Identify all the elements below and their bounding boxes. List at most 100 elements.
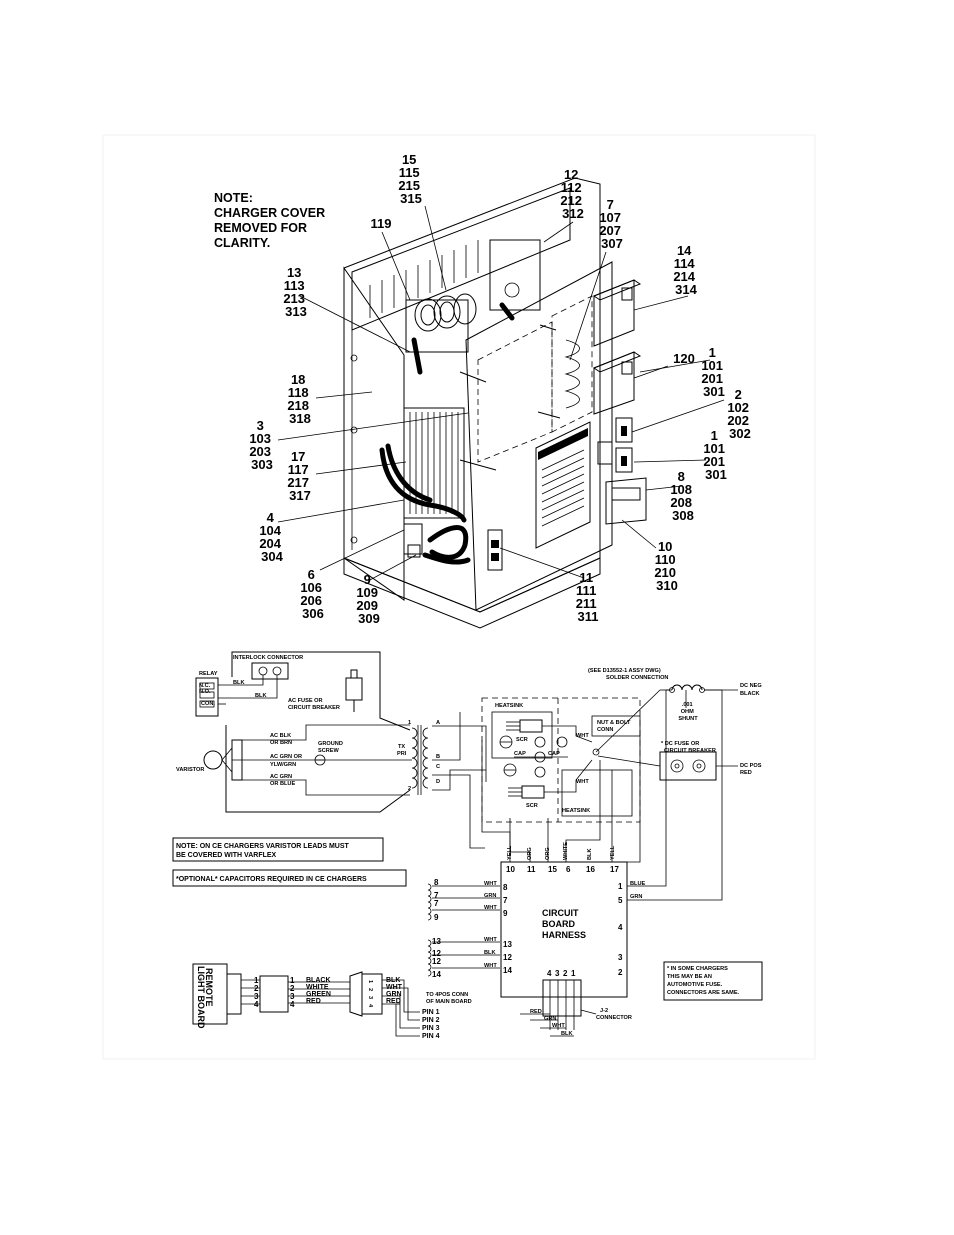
auto-fuse-note-box [663,961,763,1001]
interlock-connector-box [251,662,289,680]
plug-color-wht: WHT [386,984,403,991]
wht-top-label: WHT [576,733,589,739]
harness-right-pin-5: 5 [618,896,623,905]
charger-exploded-view [277,177,725,629]
harness-left-pin-14: 14 [503,966,512,975]
ground-screw-label: GROUND SCREW [318,741,344,754]
circuit-board-harness [500,861,628,998]
wire-blk-12: BLK [484,950,496,956]
dc-pos-label: DC POS RED [740,763,763,776]
tx-pin-1: 1 [408,720,411,726]
callout-13: 13 113 213 313 [283,265,308,319]
ac-grn-blue-label: AC GRN OR BLUE [270,774,295,787]
relay-nc-label: N.C. [199,683,211,689]
j2-pin-2: 2 [563,969,568,978]
remote-pin-1: 1 [254,976,259,985]
callout-1-upper: 1 101 201 301 [701,345,726,399]
j2-pin-1: 1 [571,969,576,978]
remote-pin2-1: 1 [290,976,295,985]
harness-left-pin-8: 8 [503,883,508,892]
tap-c: C [436,764,440,770]
harness-top-pin-6: 6 [566,865,571,874]
remote-color-red: RED [306,998,321,1005]
remote-color-white: WHITE [306,984,329,991]
tap-7b: 7 [434,899,439,908]
remote-pin2-4: 4 [290,1000,295,1009]
wire-blue: BLUE [630,881,645,887]
ac-fuse-label: AC FUSE OR CIRCUIT BREAKER [288,698,340,711]
optional-caps-text: *OPTIONAL* CAPACITORS REQUIRED IN CE CHA… [176,876,367,883]
wire-blk-b: BLK [255,693,267,699]
dc-fuse-label: * DC FUSE OR CIRCUIT BREAKER [661,741,716,754]
callout-120: 120 [673,351,695,366]
main-pin-1: PIN 1 [422,1009,440,1016]
note-ce-box [172,837,384,862]
harness-right-pin-4: 4 [618,923,623,932]
tx-pin-2: 2 [408,786,411,792]
shunt-label: .001 OHM SHUNT [678,702,698,722]
harness-left-pin-12: 12 [503,953,512,962]
j2-pin-3: 3 [555,969,560,978]
wire-wht-13: WHT [484,937,497,943]
wht-bottom-label: WHT [576,779,589,785]
callout-8: 8 108 208 308 [670,469,695,523]
harness-color-org-2: ORG [545,847,551,860]
dc-fuse-box [659,751,717,781]
wire-grn-7: GRN [484,893,496,899]
harness-left-pin-13: 13 [503,940,512,949]
callout-119: 119 [371,216,392,231]
remote-pin-2: 2 [254,984,259,993]
harness-right-pin-1: 1 [618,882,623,891]
harness-top-pin-10: 10 [506,865,515,874]
relay-box [195,677,219,717]
dc-neg-label: DC NEG BLACK [740,683,763,697]
relay-con-label: CON. [201,701,215,707]
remote-pin2-2: 2 [290,984,295,993]
ac-grn-label: AC GRN OR YLW/GRN [270,754,304,768]
harness-right-pin-3: 3 [618,953,623,962]
solder-connection-label: (SEE D13552-1 ASSY DWG) SOLDER CONNECTIO… [588,668,668,681]
main-pin-4: PIN 4 [422,1033,440,1040]
harness-color-yell-2: YELL [610,845,616,860]
j2-wire-blk: BLK [561,1031,573,1037]
remote-light-label-1: REMOTE [204,968,214,1007]
optional-caps-box [172,869,407,887]
callout-17: 17 117 217 317 [287,449,312,503]
callout-14: 14 114 214 314 [673,243,698,297]
callout-10: 10 110 210 310 [654,539,679,593]
callout-4: 4 104 204 304 [259,510,284,564]
callout-11: 11 111 211 311 [576,570,601,624]
heatsink-top-label: HEATSINK [495,703,523,709]
callout-3: 3 103 203 303 [249,418,274,472]
page-frame [102,134,816,1060]
j2-wire-grn: GRN [544,1016,556,1022]
plug-color-grn: GRN [386,991,402,998]
remote-pin-4: 4 [254,1000,259,1009]
j2-pin-4: 4 [547,969,552,978]
wire-wht-9: WHT [484,905,497,911]
ac-blk-label: AC BLK OR BRN [270,733,293,746]
harness-top-pin-16: 16 [586,865,595,874]
plug-color-red: RED [386,998,401,1005]
plug-pin-1: 1 [367,980,373,983]
circuit-board-harness-label: CIRCUIT BOARD HARNESS [542,908,586,940]
tap-14: 14 [432,970,441,979]
callout-6: 6 106 206 306 [300,567,325,621]
auto-fuse-note-text: * IN SOME CHARGERS THIS MAY BE AN AUTOMO… [667,966,740,996]
wire-wht-8: WHT [484,881,497,887]
callout-15: 15 115 215 315 [398,152,423,206]
j2-connector-label: J-2 CONNECTOR [596,1008,632,1021]
harness-top-pin-15: 15 [548,865,557,874]
interlock-connector-label: INTERLOCK CONNECTOR [233,655,303,661]
wire-grn: GRN [630,894,642,900]
callout-9: 9 109 209 309 [356,572,381,626]
relay-label: RELAY [199,671,218,677]
main-pin-3: PIN 3 [422,1025,440,1032]
harness-left-pin-7: 7 [503,896,508,905]
cap-right-label: CAP [548,751,560,757]
tap-a: A [436,720,440,726]
harness-color-white: WHITE [563,842,569,860]
plug-color-blk: BLK [386,977,400,984]
harness-color-blk: BLK [587,849,593,861]
